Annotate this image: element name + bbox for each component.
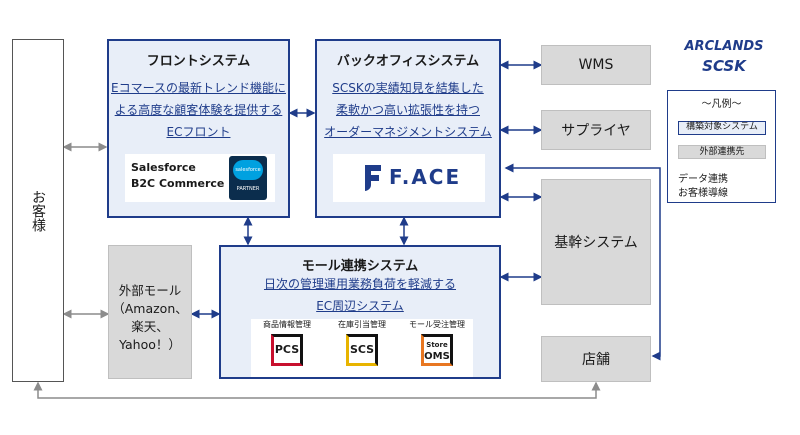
core-system-box: 基幹システム xyxy=(541,179,651,305)
scsk-logo: SCSK xyxy=(702,57,746,75)
face-mark-icon xyxy=(365,165,381,191)
pcs-product: 商品情報管理 PCS xyxy=(251,319,323,366)
link-back-store xyxy=(504,163,661,361)
salesforce-logo: Salesforce B2C Commerce salesforce PARTN… xyxy=(125,154,275,202)
legend-target-swatch: 構築対象システム xyxy=(678,121,766,135)
customer-box: お客様 xyxy=(12,39,64,382)
mall-products: 商品情報管理 PCS 在庫引当管理 SCS モール受注管理 Store OMS xyxy=(251,319,473,377)
scs-product: 在庫引当管理 SCS xyxy=(326,319,398,366)
mall-integration-title: モール連携システム xyxy=(301,259,419,274)
wms-box: WMS xyxy=(541,45,651,85)
front-system-title: フロントシステム xyxy=(146,54,251,69)
face-logo: F.ACE xyxy=(333,154,485,202)
legend-customer-label: お客様導線 xyxy=(678,188,728,199)
oms-product: モール受注管理 Store OMS xyxy=(401,319,473,366)
arclands-logo: ARCLANDS xyxy=(684,39,764,54)
pcs-logo: PCS xyxy=(271,334,303,366)
legend-box: 〜凡例〜 構築対象システム 外部連携先 データ連携 お客様導線 xyxy=(667,90,776,203)
back-office-desc: SCSKの実績知見を結集した柔軟かつ高い拡張性を持つオーダーマネジメントシステム xyxy=(324,81,492,139)
supplier-label: サプライヤ xyxy=(561,123,631,139)
external-mall-box: 外部モール（Amazon、 楽天、Yahoo！） xyxy=(108,245,192,379)
store-label: 店舗 xyxy=(582,352,610,368)
wms-label: WMS xyxy=(578,57,614,73)
store-box: 店舗 xyxy=(541,336,651,382)
legend-data-label: データ連携 xyxy=(678,174,728,185)
legend-external-swatch: 外部連携先 xyxy=(678,145,766,159)
external-mall-label: 外部モール（Amazon、 楽天、Yahoo！） xyxy=(112,283,188,352)
salesforce-partner-badge: salesforce PARTNER xyxy=(229,156,267,200)
supplier-box: サプライヤ xyxy=(541,110,651,150)
oms-logo: Store OMS xyxy=(421,334,453,366)
customer-label: お客様 xyxy=(30,189,46,232)
back-office-title: バックオフィスシステム xyxy=(336,54,480,69)
flow-customer-store xyxy=(33,381,601,399)
scs-logo: SCS xyxy=(346,334,378,366)
back-office-box: バックオフィスシステム SCSKの実績知見を結集した柔軟かつ高い拡張性を持つオー… xyxy=(315,39,501,218)
legend-title: 〜凡例〜 xyxy=(701,99,742,110)
core-system-label: 基幹システム xyxy=(554,235,638,251)
